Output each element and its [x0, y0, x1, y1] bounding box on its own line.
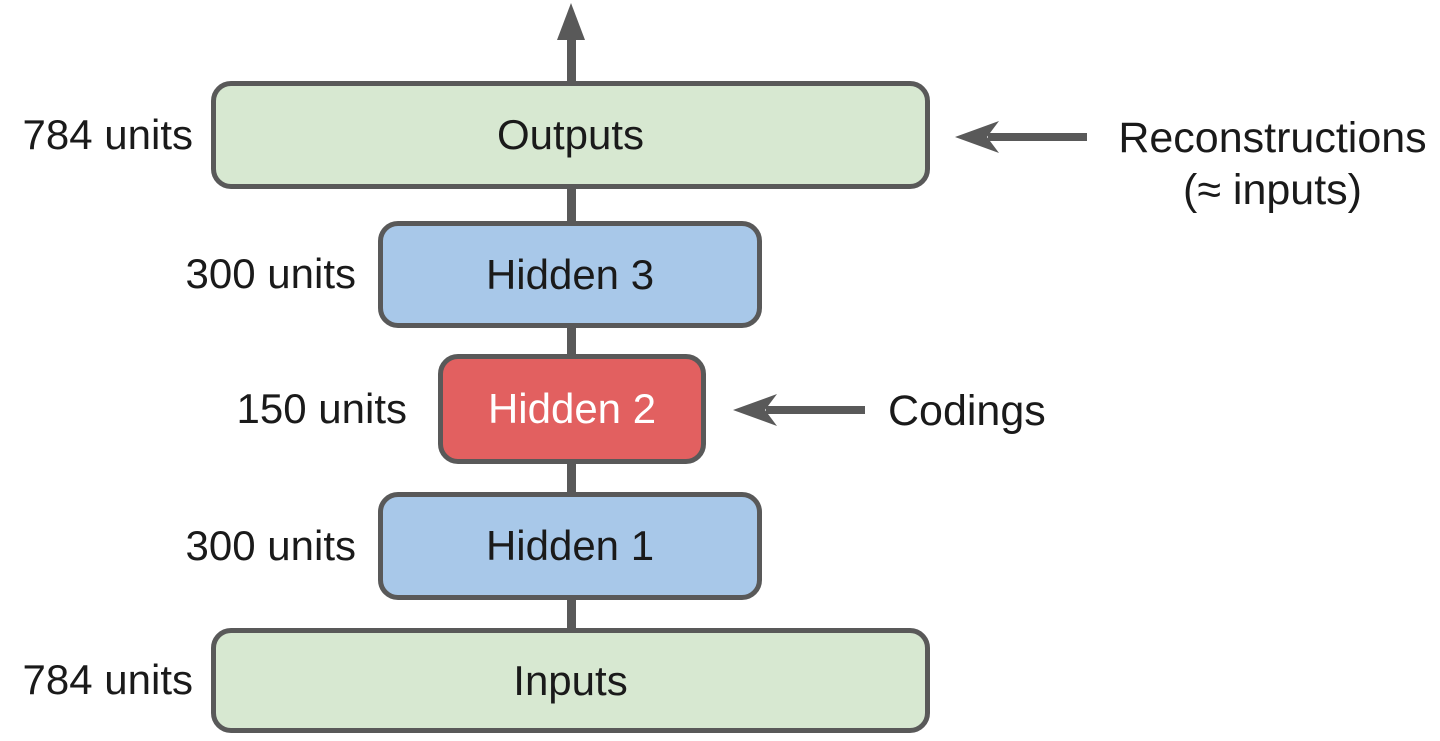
reconstructions-line1: Reconstructions	[1118, 114, 1427, 162]
units-label-inputs: 784 units	[22, 656, 193, 703]
units-label-hidden3: 300 units	[185, 250, 356, 297]
layer-label-hidden1: Hidden 1	[485, 522, 655, 569]
codings-label: Codings	[888, 387, 1046, 435]
layer-label-hidden2: Hidden 2	[487, 385, 657, 432]
codings-arrow-icon	[733, 394, 865, 426]
reconstructions-arrow-icon	[955, 121, 1087, 153]
layer-box-inputs: Inputs	[211, 628, 930, 733]
layer-label-outputs: Outputs	[496, 111, 645, 158]
units-label-outputs: 784 units	[22, 111, 193, 158]
reconstructions-line2: (≈ inputs)	[1183, 166, 1362, 214]
reconstructions-label: Reconstructions (≈ inputs)	[1100, 112, 1440, 216]
units-label-hidden1: 300 units	[185, 522, 356, 569]
layer-box-hidden2: Hidden 2	[438, 354, 706, 464]
up-arrow-icon	[557, 3, 585, 40]
layer-label-inputs: Inputs	[513, 656, 628, 704]
units-label-hidden2: 150 units	[236, 385, 407, 432]
layer-box-hidden3: Hidden 3	[378, 221, 762, 328]
layer-label-hidden3: Hidden 3	[485, 250, 655, 298]
layer-box-outputs: Outputs	[211, 81, 930, 189]
layer-box-hidden1: Hidden 1	[378, 492, 762, 600]
